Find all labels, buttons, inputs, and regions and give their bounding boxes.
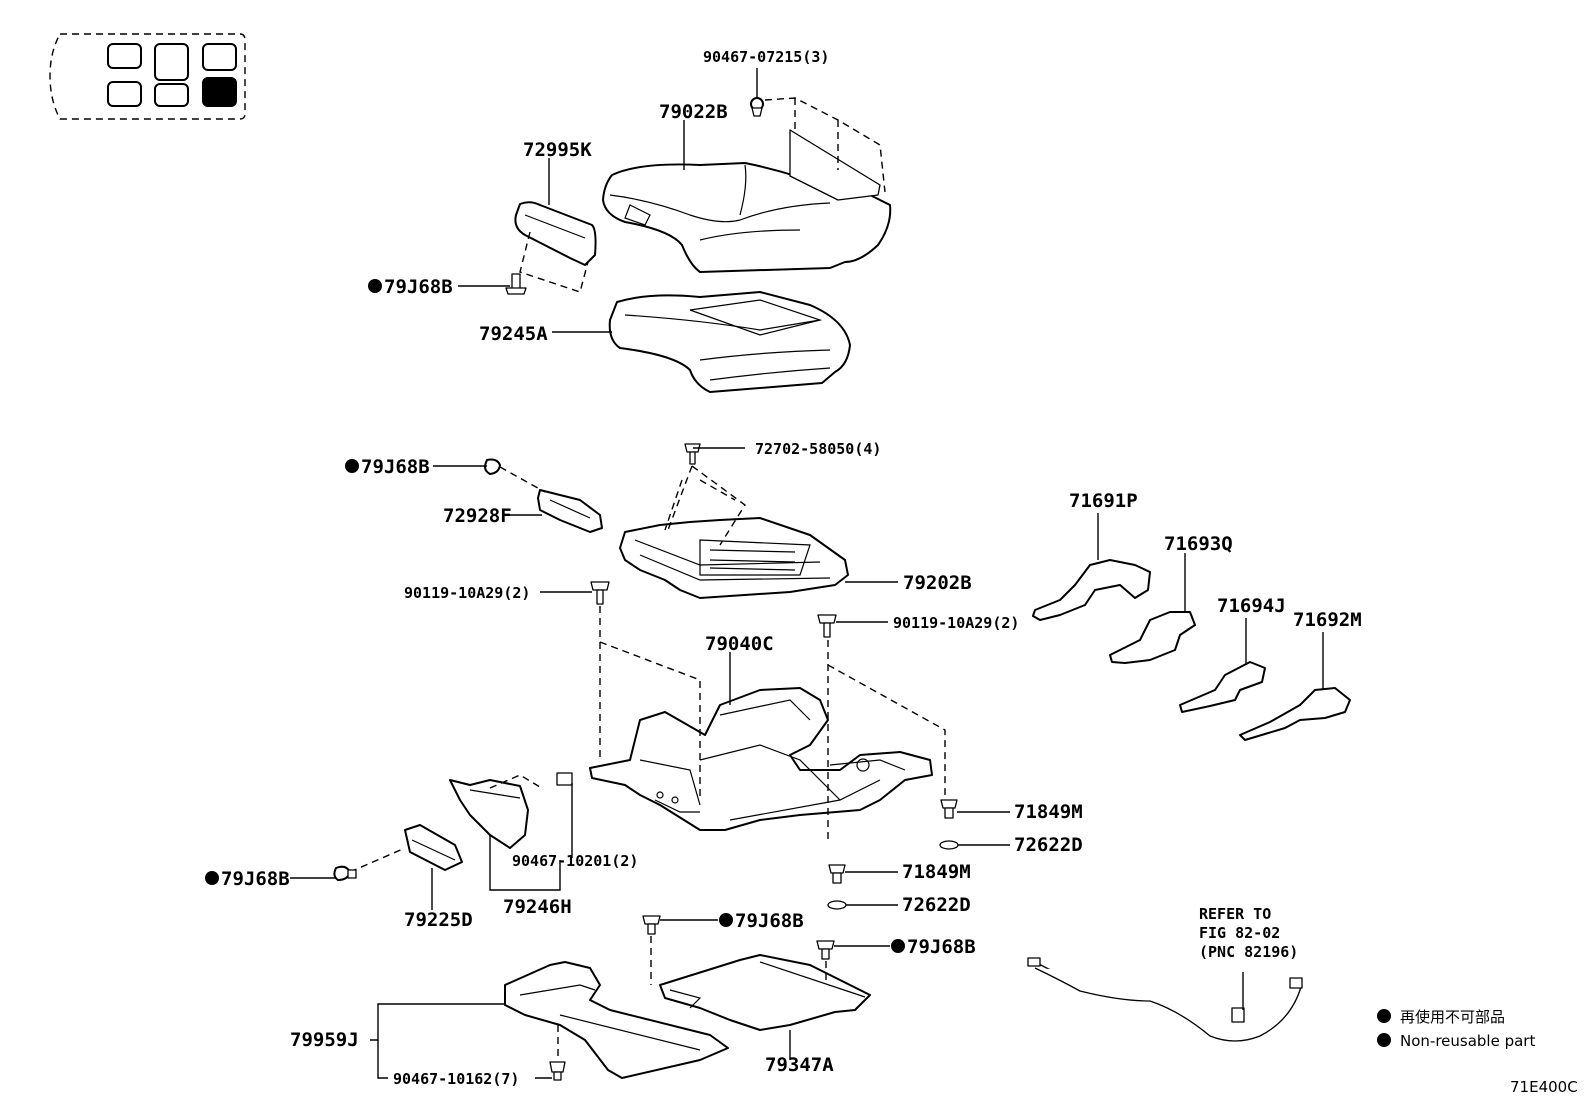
legend-dot-jp: [1377, 1009, 1391, 1023]
seat-cushion-pad-79245A: [608, 291, 851, 393]
label-90119-10A29-b: 90119-10A29(2): [893, 614, 1019, 632]
bolt-90119-10A29-b: [817, 614, 837, 638]
legend-text-jp: 再使用不可部品: [1400, 1008, 1505, 1026]
label-79J68B-e: 79J68B: [907, 936, 976, 958]
washer-72622D-b: [827, 900, 847, 910]
bolt-71849M-b: [828, 864, 846, 884]
label-79225D: 79225D: [404, 909, 473, 931]
label-72622D-a: 72622D: [1014, 834, 1083, 856]
leader-lines: [290, 68, 1324, 1079]
figure-code: 71E400C: [1510, 1078, 1578, 1096]
label-90467-07215: 90467-07215(3): [703, 48, 829, 66]
label-79J68B-a: 79J68B: [384, 276, 453, 298]
label-79202B: 79202B: [903, 572, 972, 594]
label-79J68B-d: 79J68B: [735, 910, 804, 932]
label-79245A: 79245A: [479, 323, 548, 345]
refer-line-3: (PNC 82196): [1199, 943, 1298, 961]
panel-79347A: [659, 954, 871, 1031]
label-90467-10162: 90467-10162(7): [393, 1070, 519, 1088]
label-71849M-a: 71849M: [1014, 801, 1083, 823]
seat-track-frame-79202B: [619, 517, 849, 599]
label-79246H: 79246H: [503, 896, 572, 918]
clip-79J68B-e: [816, 940, 835, 960]
clip-90467-10201: [556, 772, 573, 786]
bolt-72702-58050: [684, 443, 701, 465]
bolt-90119-10A29-a: [590, 581, 610, 605]
clip-79J68B-a: [505, 273, 527, 295]
clip-79J68B-b: [484, 458, 501, 475]
label-90467-10201: 90467-10201(2): [512, 852, 638, 870]
cover-79246H: [449, 779, 529, 849]
clip-90467-10162: [549, 1061, 566, 1081]
label-90119-10A29-a: 90119-10A29(2): [404, 584, 530, 602]
label-71694J: 71694J: [1217, 595, 1286, 617]
duct-79959J: [504, 961, 729, 1079]
label-79J68B-c: 79J68B: [221, 868, 290, 890]
cover-71692M: [1239, 687, 1351, 741]
cover-79225D: [404, 824, 463, 871]
label-71849M-b: 71849M: [902, 861, 971, 883]
clip-79J68B-d: [642, 915, 661, 935]
cover-71693Q: [1109, 611, 1196, 664]
clip-90467-07215: [750, 97, 764, 117]
refer-note: REFER TO FIG 82-02 (PNC 82196): [1199, 905, 1298, 961]
seat-cushion-cover-79022B: [602, 129, 892, 273]
label-72702-58050: 72702-58050(4): [755, 440, 881, 458]
cover-72995K: [514, 201, 597, 266]
label-72928F: 72928F: [443, 505, 512, 527]
bolt-71849M-a: [940, 799, 958, 819]
seat-frame-79040C: [589, 687, 933, 831]
legend-dot-en: [1377, 1033, 1391, 1047]
refer-line-1: REFER TO: [1199, 905, 1271, 923]
label-79959J: 79959J: [290, 1029, 359, 1051]
cover-71691P: [1032, 559, 1151, 621]
clip-79J68B-c: [333, 865, 357, 881]
wire-harness: [1027, 957, 1303, 1042]
label-71691P: 71691P: [1069, 490, 1138, 512]
label-79040C: 79040C: [705, 633, 774, 655]
legend-text-en: Non-reusable part: [1400, 1032, 1535, 1050]
cover-71694J: [1179, 661, 1266, 713]
cover-72928F: [537, 489, 603, 533]
label-72622D-b: 72622D: [902, 894, 971, 916]
label-79022B: 79022B: [659, 101, 728, 123]
refer-line-2: FIG 82-02: [1199, 924, 1280, 942]
label-79J68B-b: 79J68B: [361, 456, 430, 478]
legend: 再使用不可部品 Non-reusable part: [1377, 1008, 1535, 1050]
label-71692M: 71692M: [1293, 609, 1362, 631]
label-71693Q: 71693Q: [1164, 533, 1233, 555]
seat-position-map: [49, 33, 246, 120]
label-79347A: 79347A: [765, 1054, 834, 1076]
washer-72622D-a: [939, 840, 959, 850]
selected-seat-cell: [202, 77, 237, 107]
label-72995K: 72995K: [523, 139, 592, 161]
